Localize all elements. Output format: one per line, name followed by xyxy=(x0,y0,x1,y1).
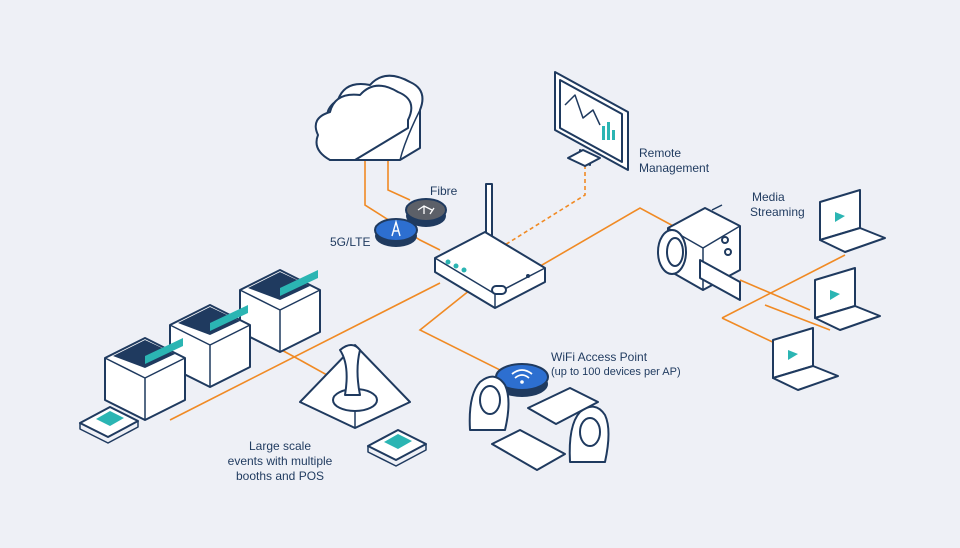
phone-icon xyxy=(527,387,599,425)
monitor-icon xyxy=(554,71,629,171)
media-streaming-label: Media Streaming xyxy=(750,190,805,220)
fountain-icon xyxy=(299,344,411,429)
pos-terminal-icon xyxy=(79,406,139,444)
events-label-line2: events with multiple xyxy=(227,454,333,468)
media-label-line2: Streaming xyxy=(750,205,805,219)
booth-icon xyxy=(169,304,251,388)
media-label-line1: Media xyxy=(752,190,785,204)
booth-icon xyxy=(239,269,321,353)
router-icon xyxy=(434,183,546,309)
laptop-icon xyxy=(814,267,881,331)
remote-management-label: Remote Management xyxy=(639,146,709,176)
events-label-line3: booths and POS xyxy=(235,469,325,483)
lte-label: 5G/LTE xyxy=(330,235,371,249)
wifi-access-point-icon xyxy=(495,363,549,397)
person-icon xyxy=(568,405,610,463)
laptop-icon xyxy=(819,189,886,253)
events-label-line1: Large scale xyxy=(248,439,312,453)
wifi-label-subtitle: (up to 100 devices per AP) xyxy=(551,366,681,378)
fibre-label: Fibre xyxy=(430,184,458,198)
events-label: Large scale events with multiple booths … xyxy=(205,439,355,484)
laptop-icon xyxy=(772,327,839,391)
fibre-icon xyxy=(405,198,447,227)
pos-terminal-icon xyxy=(367,429,427,467)
wifi-label: WiFi Access Point (up to 100 devices per… xyxy=(551,350,681,380)
person-icon xyxy=(468,375,510,431)
cloud-icon xyxy=(314,74,424,161)
video-camera-icon xyxy=(657,204,741,301)
booth-icon xyxy=(104,337,186,421)
remote-label-line2: Management xyxy=(639,161,710,175)
lte-icon xyxy=(374,218,418,247)
remote-label-line1: Remote xyxy=(639,146,682,160)
phone-icon xyxy=(491,429,566,471)
wifi-label-title: WiFi Access Point xyxy=(551,350,648,364)
